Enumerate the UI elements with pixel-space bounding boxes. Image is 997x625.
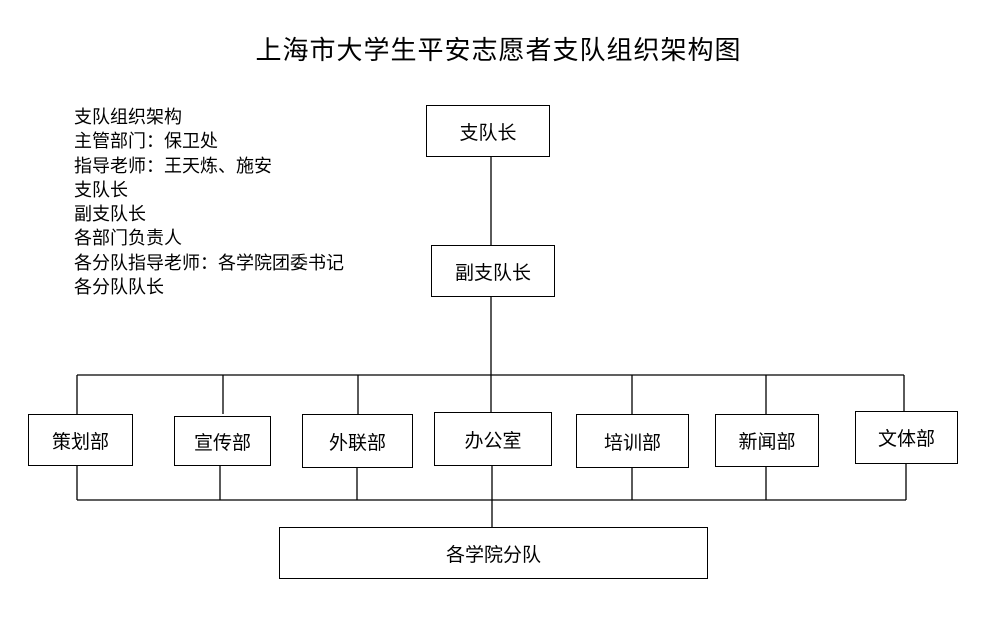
page-title: 上海市大学生平安志愿者支队组织架构图 xyxy=(255,36,742,66)
info-line: 支队组织架构 xyxy=(74,107,182,128)
info-line: 支队长 xyxy=(74,179,128,201)
node-dept-training: 培训部 xyxy=(576,414,689,468)
node-deputy: 副支队长 xyxy=(431,245,555,297)
info-line: 副支队长 xyxy=(74,204,146,226)
info-line: 各分队队长 xyxy=(74,277,164,299)
info-line: 各部门负责人 xyxy=(74,228,182,250)
node-dept-publicity: 宣传部 xyxy=(174,416,271,466)
node-dept-liaison: 外联部 xyxy=(302,414,413,468)
info-panel: 支队组织架构 主管部门：保卫处 指导老师：王天炼、施安 支队长 副支队长 各部门… xyxy=(74,106,344,300)
node-branches: 各学院分队 xyxy=(279,527,708,579)
node-dept-office: 办公室 xyxy=(434,412,552,466)
info-line: 主管部门：保卫处 xyxy=(74,131,218,153)
node-leader: 支队长 xyxy=(426,105,550,157)
info-line: 各分队指导老师：各学院团委书记 xyxy=(74,252,344,274)
node-dept-news: 新闻部 xyxy=(715,414,819,467)
node-dept-culture: 文体部 xyxy=(855,411,958,464)
info-line: 指导老师：王天炼、施安 xyxy=(74,155,272,177)
node-dept-planning: 策划部 xyxy=(28,414,133,466)
